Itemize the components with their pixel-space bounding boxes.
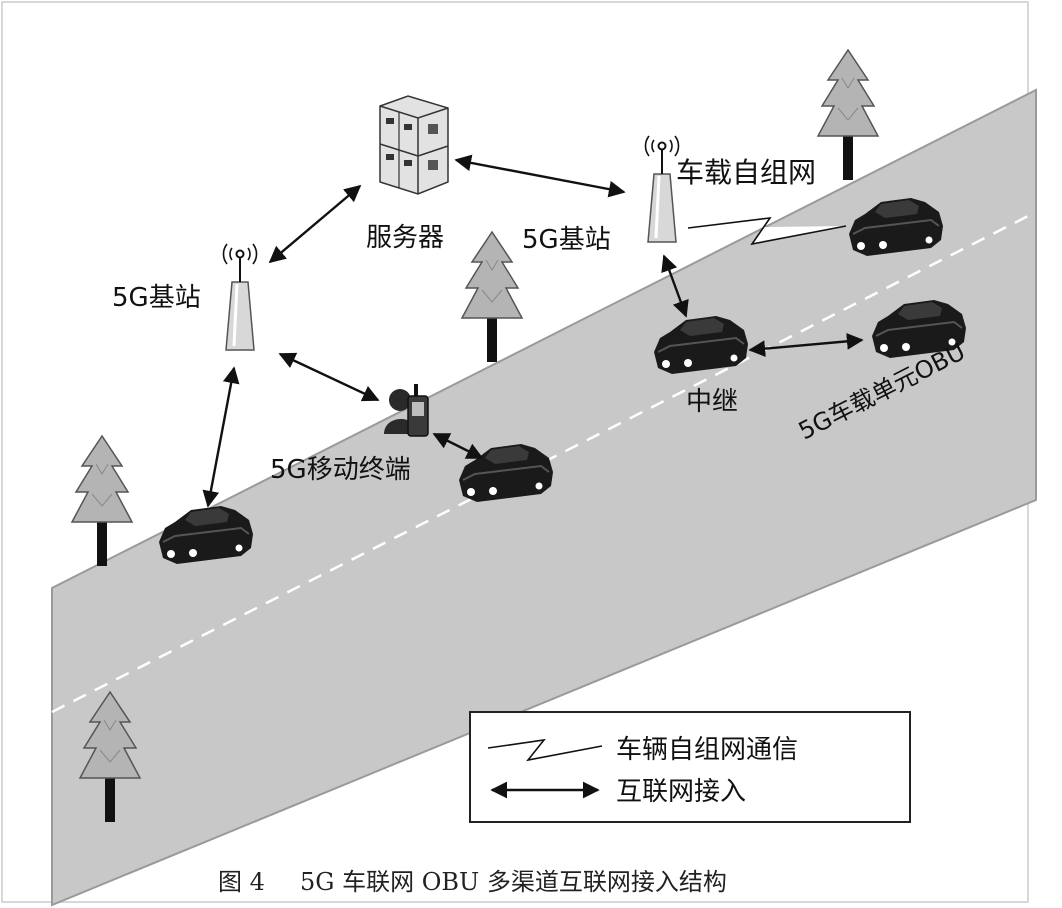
tree-icon — [817, 49, 879, 181]
tree-icon — [71, 435, 133, 567]
figure-number: 图 4 — [218, 868, 265, 896]
link-tower-server — [268, 184, 362, 264]
road — [51, 88, 1037, 907]
link-tower-car — [202, 366, 240, 508]
server-icon — [379, 95, 449, 195]
legend: 车辆自组网通信 互联网接入 — [469, 711, 911, 823]
zigzag-link-icon — [687, 216, 847, 246]
link-tower-relay — [661, 254, 689, 318]
link-server-tower — [454, 154, 626, 198]
tower-icon — [643, 134, 681, 244]
legend-zigzag-icon — [487, 738, 603, 762]
phone-user-icon — [384, 384, 429, 437]
figure-caption: 5G 车联网 OBU 多渠道互联网接入结构 — [300, 868, 727, 896]
relay-label: 中继 — [686, 387, 738, 417]
base-station-left-label: 5G基站 — [112, 283, 201, 313]
link-tower-mobile — [278, 352, 380, 402]
base-station-right-label: 5G基站 — [522, 225, 611, 255]
mobile-terminal-label: 5G移动终端 — [270, 455, 411, 485]
tower-icon — [221, 242, 259, 352]
link-mobile-car — [432, 432, 484, 460]
legend-vanet-label: 车辆自组网通信 — [616, 735, 798, 765]
car-icon — [158, 505, 254, 565]
vanet-label: 车载自组网 — [676, 156, 816, 189]
road-center-line — [51, 210, 1037, 714]
legend-internet-label: 互联网接入 — [616, 777, 746, 807]
tree-icon — [461, 231, 523, 363]
legend-box — [469, 711, 911, 823]
link-relay-obu — [748, 332, 864, 358]
server-label: 服务器 — [366, 223, 444, 253]
